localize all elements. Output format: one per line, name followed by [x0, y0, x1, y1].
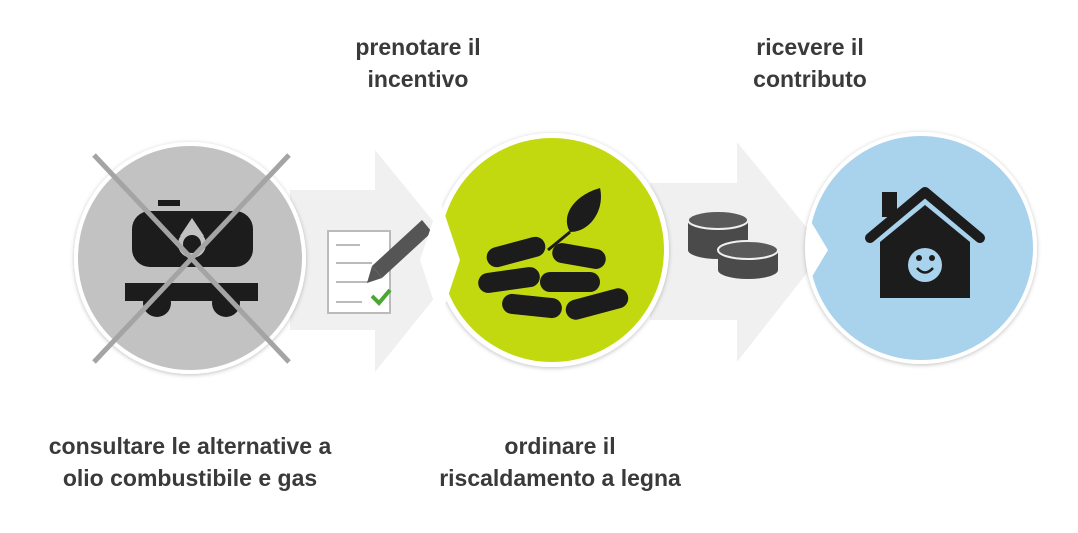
label-line: riscaldamento a legna: [439, 465, 681, 491]
label-line: incentivo: [367, 66, 469, 92]
form-with-pencil-icon: [327, 220, 432, 314]
label-line: ricevere il: [756, 34, 864, 60]
cross-out-icon: [92, 153, 291, 364]
label-line: contributo: [753, 66, 867, 92]
label-line: consultare le alternative a: [48, 433, 332, 459]
step-2-circle: [420, 133, 669, 367]
label-line: ordinare il: [504, 433, 616, 459]
step-1-label: consultare le alternative a olio combust…: [49, 430, 332, 494]
wood-pellets-leaf-icon: [478, 188, 629, 320]
label-line: olio combustibile e gas: [62, 465, 318, 491]
coins-icon: [687, 210, 779, 279]
happy-house-icon: [865, 187, 985, 298]
label-line: prenotare il: [355, 34, 481, 60]
step-1-circle: [74, 142, 306, 374]
step-2-label: ordinare il riscaldamento a legna: [439, 430, 681, 494]
step-3-label: ricevere il contributo: [753, 31, 867, 95]
transition-1-label: prenotare il incentivo: [355, 31, 480, 95]
step-3-circle: [805, 132, 1037, 364]
